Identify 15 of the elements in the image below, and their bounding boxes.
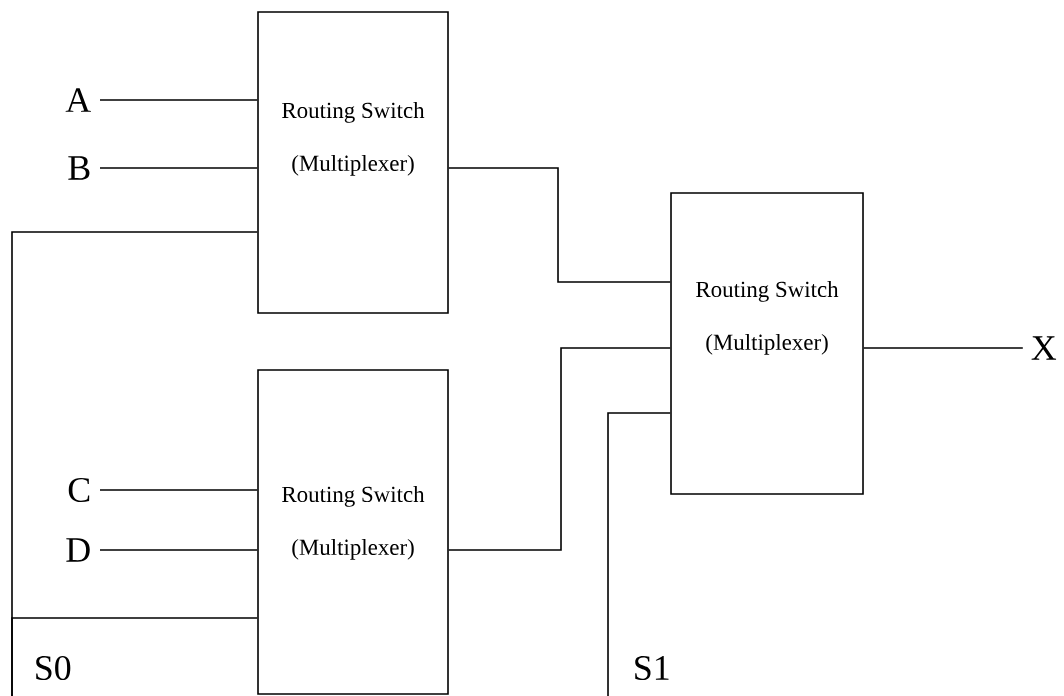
wire — [607, 412, 671, 696]
wire — [448, 347, 671, 551]
signal-label: D — [66, 538, 90, 562]
wire — [11, 617, 258, 696]
signal-label: B — [68, 156, 90, 180]
wire — [448, 167, 671, 283]
signal-label: S1 — [635, 655, 669, 681]
signal-label: A — [65, 88, 91, 112]
wire — [863, 347, 1024, 349]
signal-label: S0 — [36, 655, 71, 681]
signal-label: C — [68, 477, 90, 503]
routing-switch-box: Routing Switch (Multiplexer) — [257, 369, 449, 695]
routing-switch-box: Routing Switch (Multiplexer) — [670, 192, 864, 495]
routing-switch-box: Routing Switch (Multiplexer) — [257, 11, 449, 314]
signal-label: X — [1031, 336, 1057, 360]
